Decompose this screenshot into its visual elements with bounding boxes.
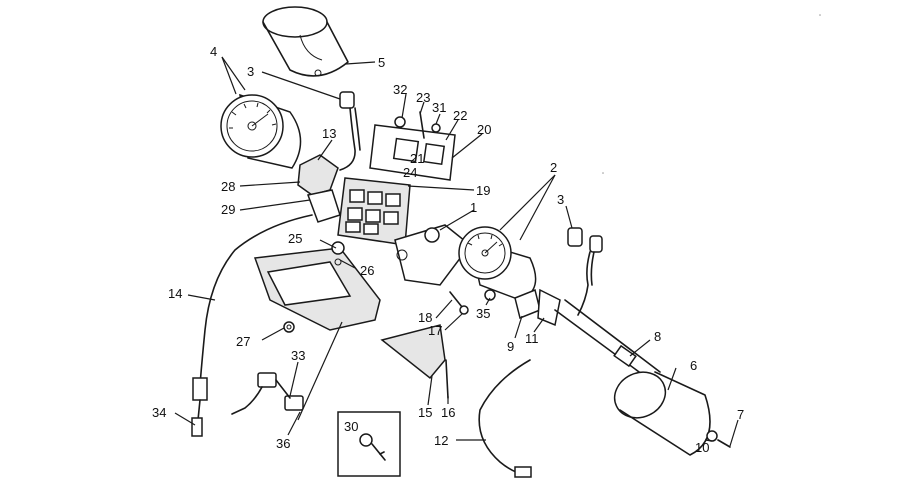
part-gauge-cover-right bbox=[613, 371, 711, 456]
part-screw-17-18 bbox=[449, 291, 469, 315]
part-speedometer bbox=[458, 226, 537, 301]
callout-25: 25 bbox=[288, 231, 302, 246]
part-cable-end bbox=[191, 417, 203, 437]
part-gauge-cover-left bbox=[262, 6, 349, 77]
callout-17: 17 bbox=[428, 323, 442, 338]
part-cover-plate bbox=[380, 324, 449, 399]
callout-5: 5 bbox=[378, 55, 385, 70]
callout-28: 28 bbox=[221, 179, 235, 194]
callout-29: 29 bbox=[221, 202, 235, 217]
part-speedometer-cable bbox=[478, 359, 532, 478]
callout-27: 27 bbox=[236, 334, 250, 349]
callout-16: 16 bbox=[441, 405, 455, 420]
part-nut bbox=[283, 321, 295, 333]
callout-15: 15 bbox=[418, 405, 432, 420]
callout-36: 36 bbox=[276, 436, 290, 451]
callout-21: 21 bbox=[410, 151, 424, 166]
callout-1: 1 bbox=[470, 200, 477, 215]
callout-14: 14 bbox=[168, 286, 182, 301]
part-screw-7-10 bbox=[706, 430, 731, 448]
callout-10: 10 bbox=[695, 440, 709, 455]
callout-32: 32 bbox=[393, 82, 407, 97]
callout-22: 22 bbox=[453, 108, 467, 123]
part-switch-connector bbox=[231, 372, 304, 415]
callout-7: 7 bbox=[737, 407, 744, 422]
callout-31: 31 bbox=[432, 100, 446, 115]
callout-3-right: 3 bbox=[557, 192, 564, 207]
callout-19: 19 bbox=[476, 183, 490, 198]
part-mounting-tube bbox=[554, 299, 661, 381]
callout-23: 23 bbox=[416, 90, 430, 105]
part-bulb-holder-left bbox=[339, 91, 361, 171]
leader-lines bbox=[174, 56, 739, 447]
callout-35: 35 bbox=[476, 306, 490, 321]
callout-13: 13 bbox=[322, 126, 336, 141]
part-dashboard-bracket bbox=[394, 224, 472, 286]
part-lower-console bbox=[253, 241, 381, 331]
callout-9: 9 bbox=[507, 339, 514, 354]
part-warning-light-panel bbox=[337, 177, 411, 246]
callout-6: 6 bbox=[690, 358, 697, 373]
callout-8: 8 bbox=[654, 329, 661, 344]
part-tachometer-cable bbox=[192, 214, 313, 421]
callout-20: 20 bbox=[477, 122, 491, 137]
part-relay-plate bbox=[369, 111, 456, 181]
callout-4: 4 bbox=[210, 44, 217, 59]
part-bulb-holder-right bbox=[567, 227, 603, 316]
callout-18: 18 bbox=[418, 310, 432, 325]
callout-24: 24 bbox=[403, 165, 417, 180]
callout-26: 26 bbox=[360, 263, 374, 278]
part-bracket-right bbox=[484, 288, 561, 327]
part-bracket-left bbox=[297, 154, 341, 223]
callout-34: 34 bbox=[152, 405, 166, 420]
callout-3-left: 3 bbox=[247, 64, 254, 79]
part-tachometer bbox=[220, 93, 302, 169]
part-key-box bbox=[337, 411, 401, 477]
callout-11: 11 bbox=[525, 331, 539, 346]
callout-30: 30 bbox=[344, 419, 358, 434]
callout-labels: 1 2 3 3 4 5 6 7 8 9 10 11 12 13 14 15 16… bbox=[152, 44, 744, 455]
callout-12: 12 bbox=[434, 433, 448, 448]
callout-2: 2 bbox=[550, 160, 557, 175]
callout-33: 33 bbox=[291, 348, 305, 363]
